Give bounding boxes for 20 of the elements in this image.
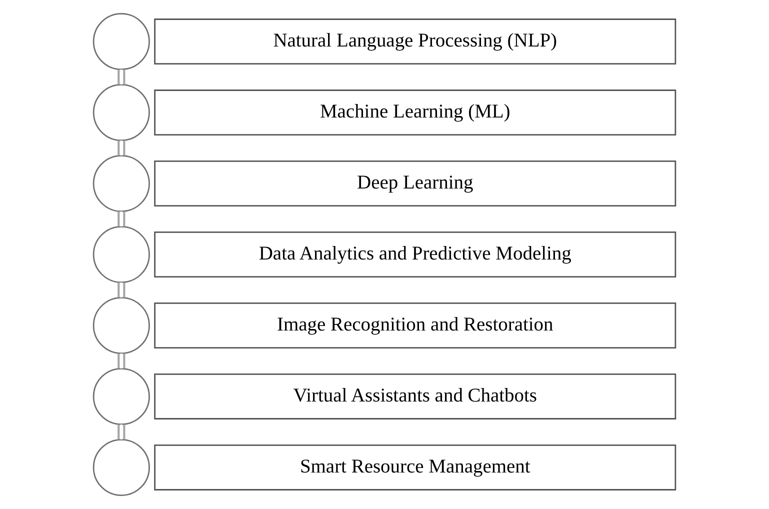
connector [118,282,126,298]
node-circle [92,84,150,142]
node-box: Natural Language Processing (NLP) [154,18,676,64]
node-box: Machine Learning (ML) [154,90,676,136]
node-box: Virtual Assistants and Chatbots [154,374,676,420]
node-circle [92,226,150,284]
node-box: Smart Resource Management [154,444,676,490]
node-circle [92,12,150,70]
node-circle [92,438,150,496]
connector [118,140,126,156]
node-box: Image Recognition and Restoration [154,302,676,348]
connector [118,211,126,226]
node-box: Data Analytics and Predictive Modeling [154,232,676,278]
node-circle [92,296,150,354]
connector [118,353,126,368]
node-box: Deep Learning [154,160,676,206]
node-circle [92,368,150,426]
connector [118,69,126,85]
node-circle [92,154,150,212]
connector [118,424,126,440]
